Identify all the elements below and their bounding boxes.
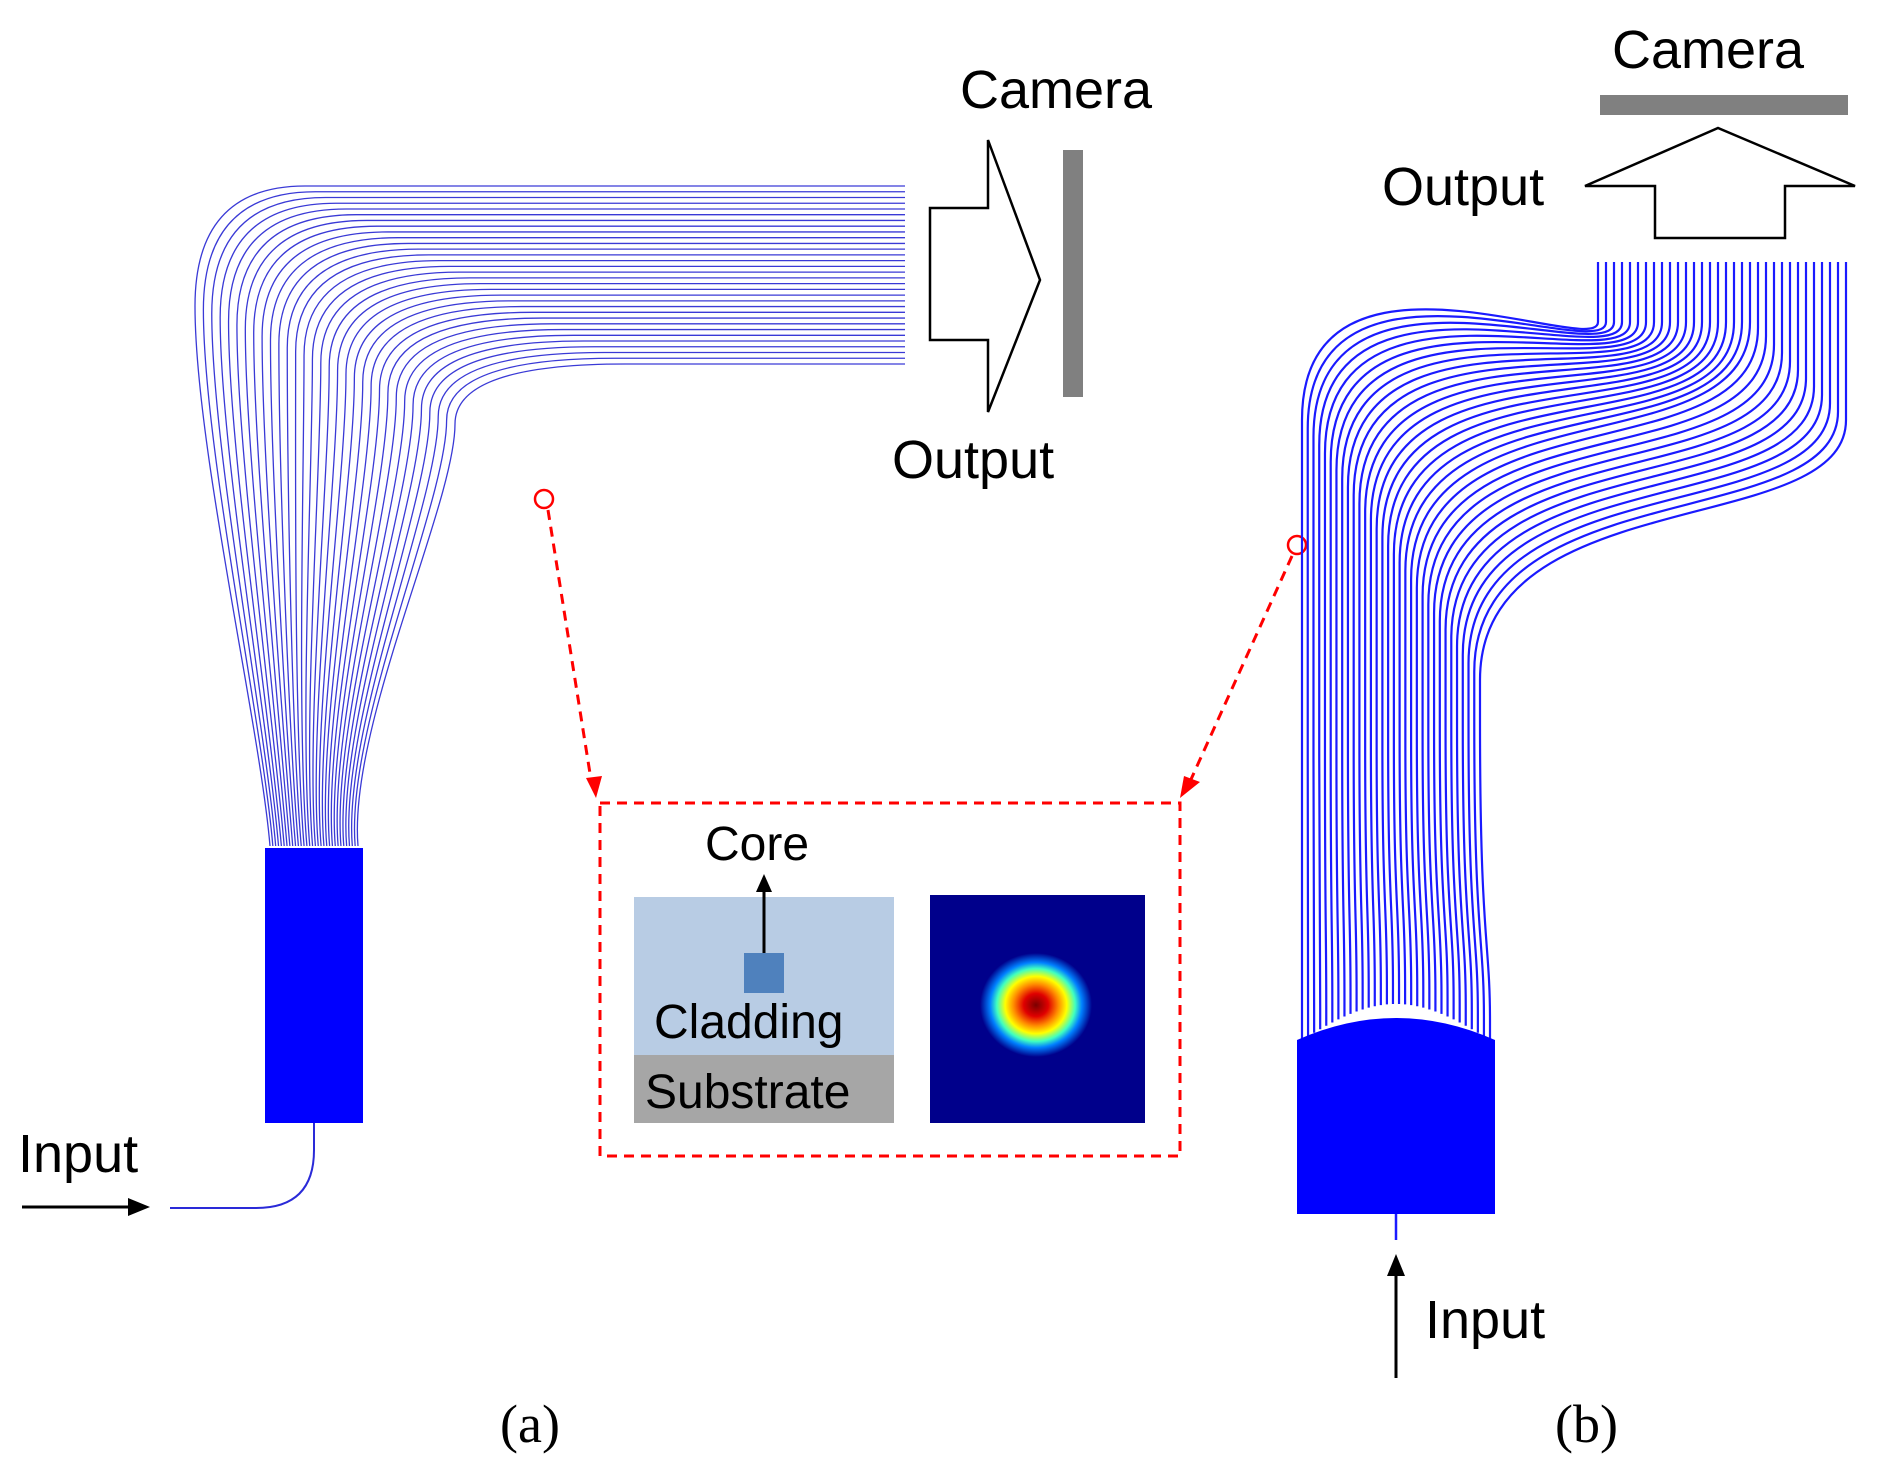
waveguide-a	[324, 300, 905, 847]
waveguide-a	[294, 254, 905, 847]
waveguide-b	[1455, 262, 1816, 1026]
waveguide-a	[339, 328, 905, 847]
waveguide-b	[1421, 262, 1768, 1010]
waveguide-b	[1415, 262, 1760, 1008]
waveguide-a	[227, 208, 905, 847]
waveguide-b	[1392, 262, 1728, 1005]
input-label-a: Input	[18, 1124, 138, 1184]
waveguide-array-b	[1300, 262, 1848, 1040]
camera-bar-b	[1600, 95, 1848, 115]
waveguide-b	[1312, 262, 1616, 1033]
waveguide-a	[342, 334, 905, 847]
waveguide-b	[1473, 262, 1840, 1037]
core-square	[744, 953, 784, 993]
waveguide-a	[327, 305, 905, 847]
cross-section-inset: Core Cladding Substrate	[598, 801, 1182, 1158]
output-arrow-b	[1584, 126, 1856, 240]
slab-region-b	[1297, 1018, 1495, 1214]
waveguide-b	[1461, 262, 1824, 1030]
waveguide-a	[286, 248, 905, 847]
output-arrow-a	[928, 139, 1042, 413]
waveguide-a	[350, 351, 905, 847]
waveguide-a	[356, 363, 905, 847]
input-label-b: Input	[1425, 1290, 1545, 1350]
waveguide-a	[236, 214, 905, 847]
waveguide-b	[1323, 262, 1632, 1026]
waveguide-a	[318, 288, 905, 847]
camera-label-a: Camera	[960, 60, 1153, 120]
waveguide-a	[269, 237, 905, 847]
waveguide-b	[1404, 262, 1744, 1006]
input-arrow-a	[22, 1198, 150, 1216]
waveguide-b	[1438, 262, 1792, 1017]
waveguide-a	[348, 346, 905, 847]
waveguide-a	[321, 294, 905, 847]
cladding-label: Cladding	[654, 996, 843, 1049]
waveguide-b	[1450, 262, 1808, 1023]
output-label-a: Output	[892, 430, 1054, 490]
waveguide-a	[244, 219, 905, 847]
waveguide-a	[336, 323, 905, 847]
waveguide-a	[219, 202, 905, 847]
waveguide-b	[1358, 262, 1680, 1010]
waveguide-b	[1444, 262, 1800, 1020]
waveguide-a	[308, 271, 905, 847]
waveguide-b	[1381, 262, 1712, 1005]
waveguide-b	[1398, 262, 1736, 1005]
input-waveguide-a	[170, 1123, 315, 1209]
panel-b: Input Camera Output (b)	[1297, 20, 1856, 1454]
waveguide-a	[312, 277, 905, 847]
mode-spot	[980, 953, 1092, 1057]
waveguide-a	[333, 317, 905, 847]
waveguide-b	[1467, 262, 1832, 1033]
waveguide-array-a	[194, 185, 905, 847]
output-label-b: Output	[1382, 157, 1544, 217]
waveguide-a	[330, 311, 905, 847]
waveguide-b	[1478, 262, 1848, 1040]
waveguide-a	[194, 185, 905, 847]
waveguide-b	[1341, 262, 1656, 1017]
waveguide-b	[1318, 262, 1624, 1030]
caption-b: (b)	[1555, 1394, 1618, 1454]
waveguide-b	[1427, 262, 1776, 1012]
caption-a: (a)	[500, 1394, 560, 1454]
waveguide-b	[1375, 262, 1704, 1006]
inset-frame	[598, 801, 1182, 1158]
waveguide-a	[202, 191, 905, 847]
waveguide-a	[261, 231, 905, 847]
camera-bar-a	[1063, 150, 1083, 397]
callout-marker-a	[533, 488, 555, 510]
waveguide-a	[305, 265, 905, 847]
waveguide-b	[1387, 262, 1720, 1005]
core-label: Core	[705, 818, 809, 871]
waveguide-b	[1364, 262, 1688, 1008]
waveguide-b	[1306, 262, 1608, 1037]
waveguide-a	[315, 282, 905, 847]
callout-lines	[533, 488, 1308, 798]
waveguide-b	[1352, 262, 1672, 1012]
waveguide-a	[278, 242, 905, 847]
waveguide-b	[1410, 262, 1752, 1007]
waveguide-b	[1329, 262, 1640, 1023]
waveguide-b	[1369, 262, 1696, 1007]
camera-label-b: Camera	[1612, 20, 1805, 80]
waveguide-a	[300, 259, 905, 847]
waveguide-b	[1300, 262, 1600, 1040]
waveguide-a	[253, 225, 905, 847]
substrate-label: Substrate	[645, 1066, 850, 1119]
slab-region-a	[265, 848, 363, 1123]
waveguide-a	[211, 196, 905, 847]
waveguide-b	[1432, 262, 1784, 1014]
callout-marker-b	[1286, 534, 1308, 556]
waveguide-b	[1346, 262, 1664, 1014]
waveguide-a	[353, 357, 905, 847]
waveguide-a	[345, 340, 905, 847]
substrate-layer	[634, 1055, 894, 1123]
waveguide-b	[1335, 262, 1648, 1020]
panel-a: Input Camera Output (a)	[18, 60, 1153, 1454]
input-arrow-b	[1387, 1254, 1405, 1378]
